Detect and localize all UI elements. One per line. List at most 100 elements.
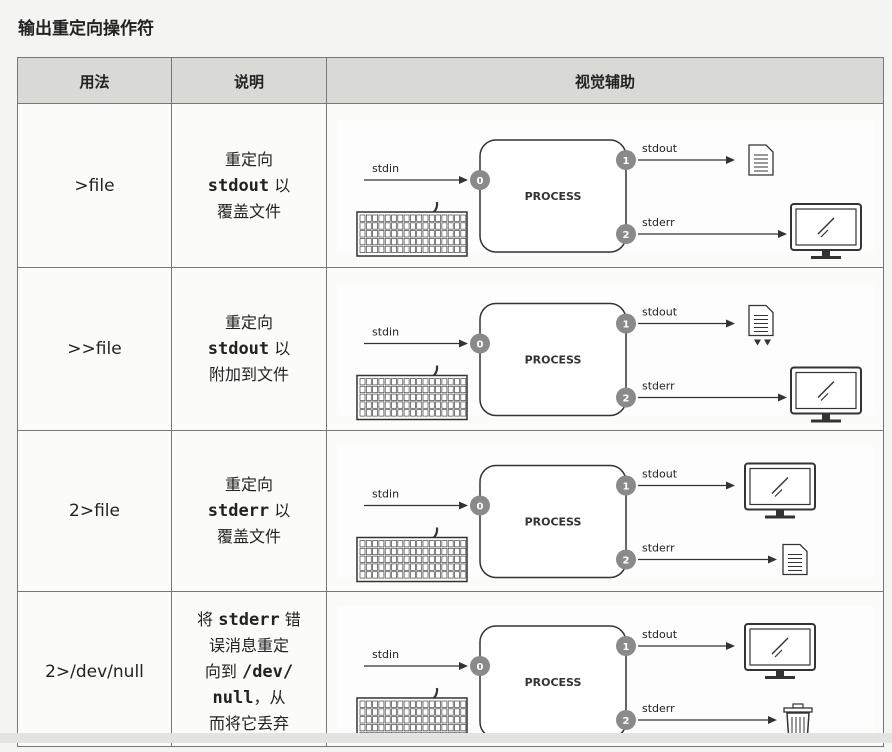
file-icon [782, 543, 808, 576]
usage-cell: >>file [67, 339, 122, 359]
table-row: >file 重定向 stdout 以 覆盖文件 PROCESS stdin 0 1 st… [18, 104, 883, 268]
stdout-label: stdout [642, 142, 678, 155]
desc-line: 将 [197, 610, 214, 629]
arrow-head [726, 481, 735, 490]
fd-1-badge [616, 150, 636, 170]
fd-number: 2 [623, 230, 630, 241]
visual-cell: PROCESS stdin 0 1 stdout 2 stderr [327, 268, 883, 430]
fd-1-badge [616, 636, 636, 656]
description-cell: 重定向 stderr 以 覆盖文件 [172, 431, 326, 591]
fd-0-badge [470, 495, 490, 516]
redirection-table: 用法 说明 视觉辅助 >file 重定向 stdout 以 覆盖文件 PROCE… [17, 57, 884, 747]
stdout-label: stdout [642, 306, 678, 319]
stdin-label: stdin [372, 648, 399, 661]
stdin-label: stdin [372, 162, 399, 175]
keyboard-icon [356, 536, 468, 583]
arrow-head [768, 716, 777, 724]
header-usage: 用法 [79, 72, 110, 91]
keyboard-icon [356, 374, 468, 421]
desc-line: 误消息重定 [208, 636, 289, 655]
monitor-icon [744, 462, 816, 519]
fd-number: 2 [623, 394, 630, 405]
usage-cell: 2>/dev/null [45, 662, 144, 682]
desc-line: 重定向 [224, 149, 273, 169]
redirection-diagram: PROCESS stdin 0 1 stdout 2 stderr [337, 445, 875, 583]
monitor-icon [744, 623, 816, 679]
keyboard-icon [356, 211, 468, 257]
arrow-head [459, 501, 468, 510]
monitor-icon [790, 366, 862, 423]
desc-mono: null [212, 688, 254, 708]
fd-number: 0 [477, 340, 484, 351]
page-title: 输出重定向操作符 [18, 19, 154, 39]
desc-mono: stderr [218, 610, 280, 630]
desc-line: 以 [274, 501, 291, 520]
fd-2-badge [616, 710, 636, 730]
desc-line: 附加到文件 [208, 365, 289, 384]
process-box [479, 302, 627, 417]
description-cell: 重定向 stdout 以 覆盖文件 [172, 104, 326, 267]
file-append-icon [748, 304, 774, 346]
desc-mono: stdout [207, 339, 270, 359]
description-cell: 将 stderr 错 误消息重定 向到 /dev/ null，从 而将它丢弃 [172, 592, 326, 752]
usage-cell: 2>file [69, 501, 120, 521]
arrow-head [726, 319, 735, 328]
fd-1-badge [616, 475, 636, 496]
visual-cell: PROCESS stdin 0 1 stdout 2 stderr [327, 104, 883, 267]
fd-number: 2 [623, 556, 630, 567]
table-row: 2>/dev/null 将 stderr 错 误消息重定 向到 /dev/ nu… [18, 592, 883, 752]
fd-1-badge [616, 313, 636, 334]
fd-number: 1 [623, 642, 630, 653]
stderr-label: stderr [642, 380, 675, 393]
column-divider [326, 58, 327, 746]
process-label: PROCESS [525, 516, 582, 529]
stdin-label: stdin [372, 326, 399, 339]
header-visual: 视觉辅助 [574, 72, 635, 91]
desc-line: 重定向 [224, 313, 273, 332]
fd-number: 0 [477, 176, 484, 187]
column-divider [171, 58, 172, 746]
desc-line: ，从 [253, 688, 286, 707]
fd-number: 0 [477, 662, 484, 673]
process-box [479, 464, 627, 579]
stderr-label: stderr [642, 542, 675, 555]
fd-number: 1 [623, 320, 630, 331]
arrow-head [778, 393, 787, 402]
fd-2-badge [616, 224, 636, 244]
arrow-head [726, 642, 735, 650]
desc-line: 错 [284, 610, 301, 629]
stdin-label: stdin [372, 488, 399, 501]
process-box [479, 139, 627, 253]
process-label: PROCESS [525, 354, 582, 367]
desc-line: 重定向 [224, 475, 273, 494]
fd-2-badge [616, 549, 636, 570]
fd-number: 0 [477, 502, 484, 513]
page-bottom-edge [0, 733, 892, 743]
desc-mono: stderr [207, 501, 270, 521]
desc-line: 覆盖文件 [216, 527, 281, 546]
arrow-head [459, 662, 468, 670]
stdout-label: stdout [642, 468, 678, 481]
desc-line: 向到 [204, 662, 237, 681]
stderr-label: stderr [642, 216, 675, 229]
fd-0-badge [470, 656, 490, 676]
redirection-diagram: PROCESS stdin 0 1 stdout 2 stderr [337, 283, 875, 423]
fd-0-badge [470, 170, 490, 190]
fd-number: 1 [623, 482, 630, 493]
table-header: 用法 说明 视觉辅助 [18, 58, 883, 104]
monitor-icon [790, 203, 862, 259]
fd-number: 1 [623, 156, 630, 167]
arrow-head [768, 555, 777, 564]
desc-line: 以 [274, 339, 291, 358]
stdout-label: stdout [642, 628, 678, 641]
desc-line: 覆盖文件 [216, 201, 281, 221]
desc-mono: /dev/ [241, 662, 294, 682]
arrow-head [459, 176, 468, 184]
desc-line: 以 [274, 175, 291, 195]
table-row: >>file 重定向 stdout 以 附加到文件 PROCESS stdin 0 1… [18, 268, 883, 431]
desc-line: 而将它丢弃 [208, 714, 289, 733]
desc-mono: stdout [207, 175, 270, 196]
process-label: PROCESS [525, 190, 582, 203]
usage-cell: >file [74, 175, 115, 196]
